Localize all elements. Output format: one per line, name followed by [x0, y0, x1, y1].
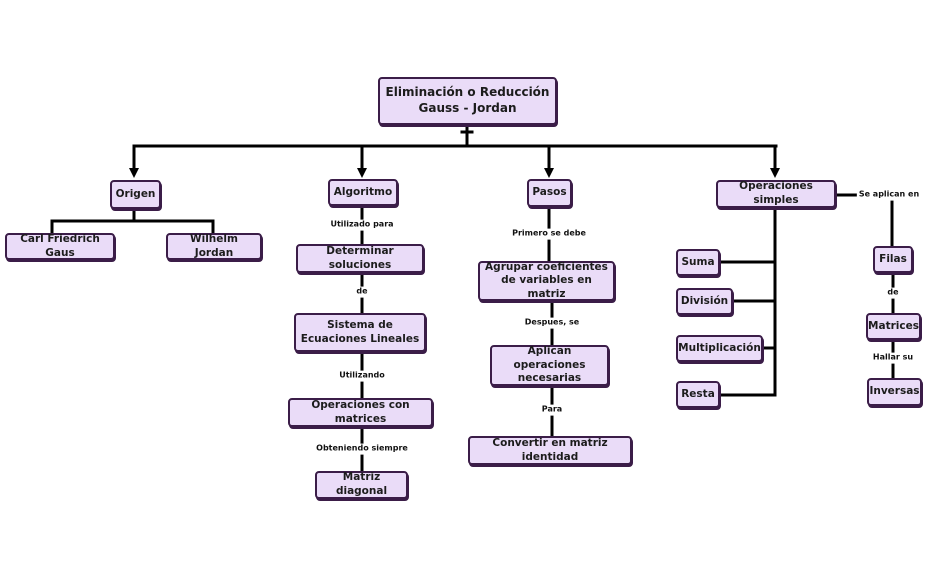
node-pasos: Pasos — [527, 179, 572, 207]
link-label-de-2: de — [885, 287, 901, 299]
node-suma: Suma — [676, 249, 720, 276]
node-suma-text: Suma — [681, 255, 715, 268]
node-division-text: División — [680, 294, 729, 307]
node-sistema-text: Sistema de Ecuaciones Lineales — [300, 318, 420, 345]
node-inversas-text: Inversas — [869, 385, 920, 398]
link-label-obteniendo: Obteniendo siempre — [314, 443, 410, 455]
link-label-utilizando: Utilizando — [337, 370, 387, 382]
node-division: División — [676, 288, 733, 315]
node-jordan: Wilhelm Jordan — [166, 233, 262, 260]
link-label-despues: Despues, se — [522, 317, 582, 329]
link-label-utilizado: Utilizado para — [328, 219, 396, 231]
node-agrupar-text: Agrupar coeficientes de variables en mat… — [485, 260, 608, 300]
node-convertir: Convertir en matriz identidad — [468, 436, 632, 465]
node-filas: Filas — [873, 246, 913, 273]
link-label-hallar: Hallar su — [870, 352, 916, 364]
link-label-para: Para — [539, 404, 565, 416]
node-determinar-text: Determinar soluciones — [326, 244, 394, 271]
node-origen-text: Origen — [115, 187, 156, 200]
node-convertir-text: Convertir en matriz identidad — [492, 436, 608, 463]
node-filas-text: Filas — [879, 252, 907, 265]
node-multiplicacion-text: Multiplicación — [678, 341, 761, 354]
node-algoritmo: Algoritmo — [328, 179, 398, 206]
node-resta: Resta — [676, 381, 720, 408]
node-operaciones-matrices: Operaciones con matrices — [288, 398, 433, 427]
link-label-se-aplican: Se aplican en — [856, 189, 922, 201]
node-operaciones-simples: Operaciones simples — [716, 180, 836, 208]
node-resta-text: Resta — [681, 387, 715, 400]
link-label-de-1: de — [354, 286, 370, 298]
node-sistema: Sistema de Ecuaciones Lineales — [294, 313, 426, 352]
node-opsimples-text: Operaciones simples — [739, 180, 813, 206]
node-opmatrices-text: Operaciones con matrices — [311, 398, 410, 425]
node-jordan-text: Wilhelm Jordan — [190, 232, 238, 259]
node-origen: Origen — [110, 180, 161, 209]
node-diagonal-text: Matriz diagonal — [335, 471, 388, 497]
node-determinar: Determinar soluciones — [296, 244, 424, 273]
node-gaus-text: Carl Friedrich Gaus — [20, 232, 100, 259]
node-aplican: Aplican operaciones necesarias — [490, 345, 609, 386]
node-pasos-text: Pasos — [532, 186, 567, 199]
node-diagonal: Matriz diagonal — [315, 471, 408, 499]
node-inversas: Inversas — [867, 378, 922, 406]
node-gaus: Carl Friedrich Gaus — [5, 233, 115, 260]
node-matrices-text: Matrices — [868, 319, 919, 332]
link-label-primero: Primero se debe — [510, 228, 588, 240]
node-root-text: Eliminación o Reducción Gauss - Jordan — [385, 85, 550, 115]
node-agrupar: Agrupar coeficientes de variables en mat… — [478, 261, 615, 301]
node-multiplicacion: Multiplicación — [676, 335, 763, 362]
node-matrices: Matrices — [866, 313, 921, 340]
node-algoritmo-text: Algoritmo — [333, 185, 393, 198]
node-root: Eliminación o Reducción Gauss - Jordan — [378, 77, 557, 125]
node-aplican-text: Aplican operaciones necesarias — [513, 345, 586, 385]
